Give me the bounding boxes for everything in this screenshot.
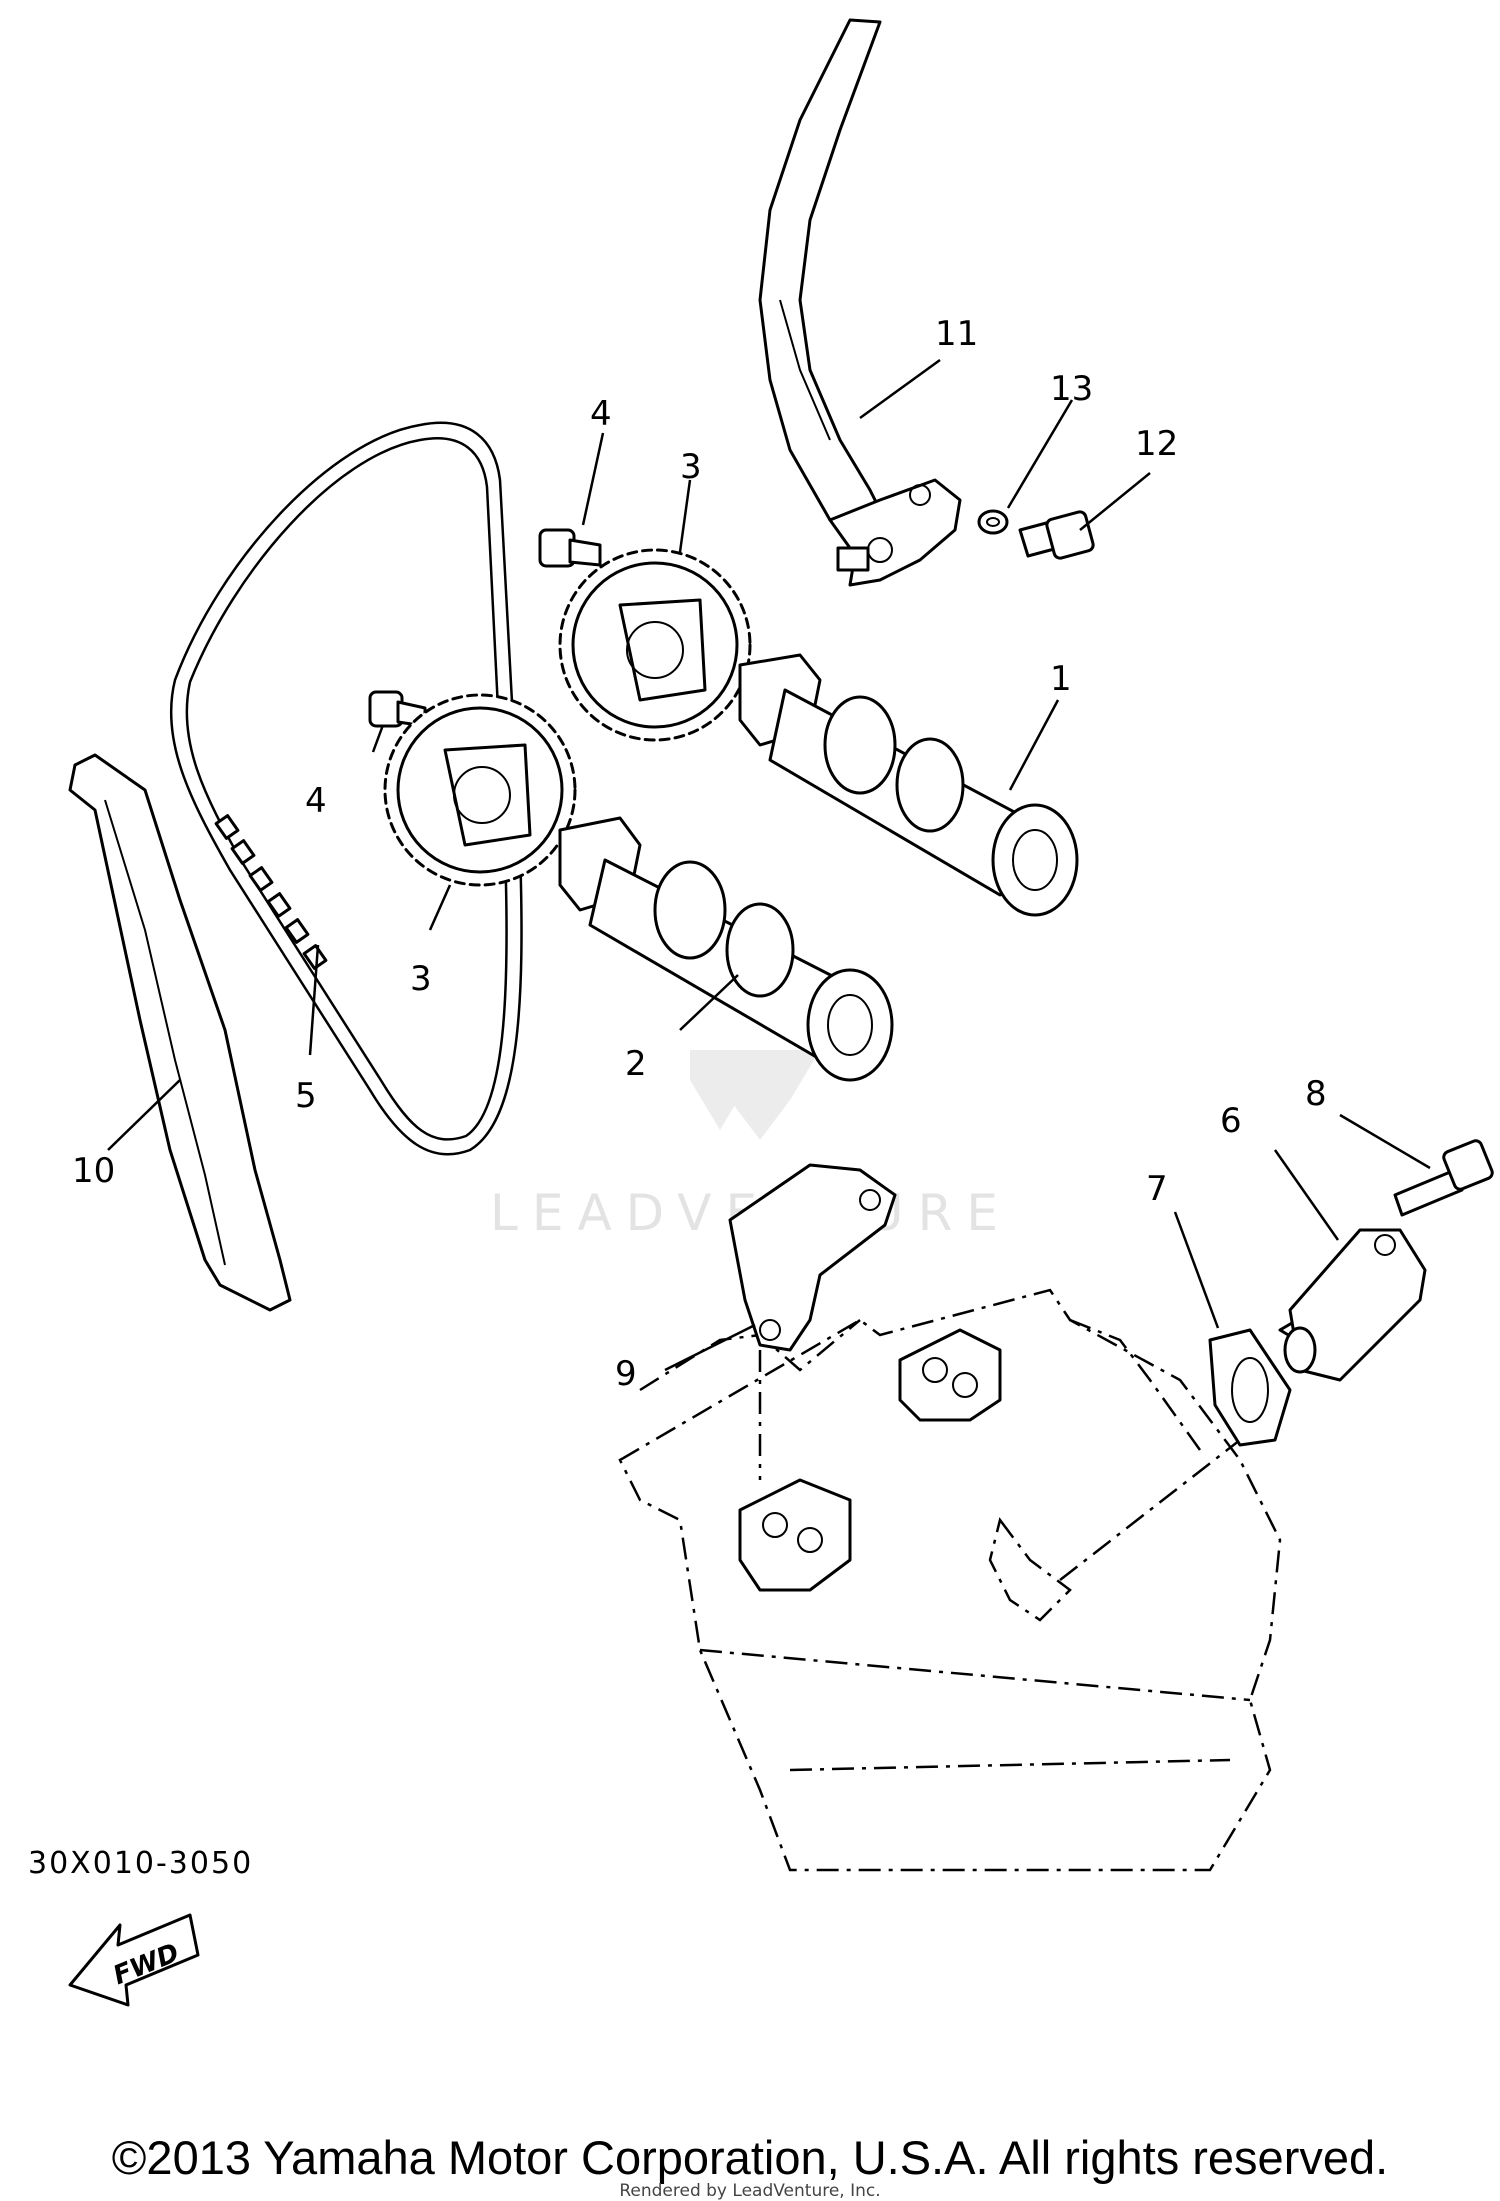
callout-11: 11 [935, 314, 978, 354]
cylinder-head-outline [618, 1288, 1282, 1872]
cam-sprocket-lower [383, 693, 577, 887]
callout-4-lower: 4 [305, 781, 327, 821]
callout-2: 2 [625, 1044, 647, 1084]
callout-3-upper: 3 [680, 447, 702, 487]
cam-sprocket-upper [558, 548, 752, 742]
chain-guide-rear [758, 18, 962, 587]
sprocket-bolt-upper [538, 528, 602, 568]
camshaft-exhaust [558, 816, 894, 1082]
copyright-notice: ©2013 Yamaha Motor Corporation, U.S.A. A… [111, 2131, 1389, 2184]
bolt-guide [1018, 510, 1095, 560]
callout-3-lower: 3 [410, 959, 432, 999]
callout-1: 1 [1050, 659, 1072, 699]
camshaft-intake [738, 653, 1079, 917]
cam-chain [169, 421, 523, 1156]
callout-numbers: 1 2 3 3 4 4 5 6 7 8 9 10 11 13 12 [72, 314, 1327, 1394]
washer [977, 509, 1009, 535]
callout-7: 7 [1146, 1169, 1168, 1209]
chain-guide-stopper [728, 1163, 897, 1352]
fwd-arrow-icon: FWD [68, 1913, 200, 2007]
callout-8: 8 [1305, 1074, 1327, 1114]
callout-4-upper: 4 [590, 394, 612, 434]
chain-links [214, 814, 328, 970]
callout-9: 9 [615, 1354, 637, 1394]
tensioner-gasket [1208, 1328, 1292, 1447]
callout-10: 10 [72, 1151, 115, 1191]
diagram-code: 30X010-3050 [28, 1846, 254, 1881]
tensioner-bolt [1393, 1139, 1494, 1217]
callout-12: 12 [1135, 424, 1178, 464]
callout-5: 5 [295, 1076, 317, 1116]
callout-13: 13 [1050, 369, 1093, 409]
leader-lines [107, 358, 1431, 1372]
rendered-by-credit: Rendered by LeadVenture, Inc. [619, 2181, 881, 2201]
cam-chain-tensioner [1278, 1228, 1427, 1382]
chain-guide-front [68, 753, 292, 1312]
callout-6: 6 [1220, 1101, 1242, 1141]
